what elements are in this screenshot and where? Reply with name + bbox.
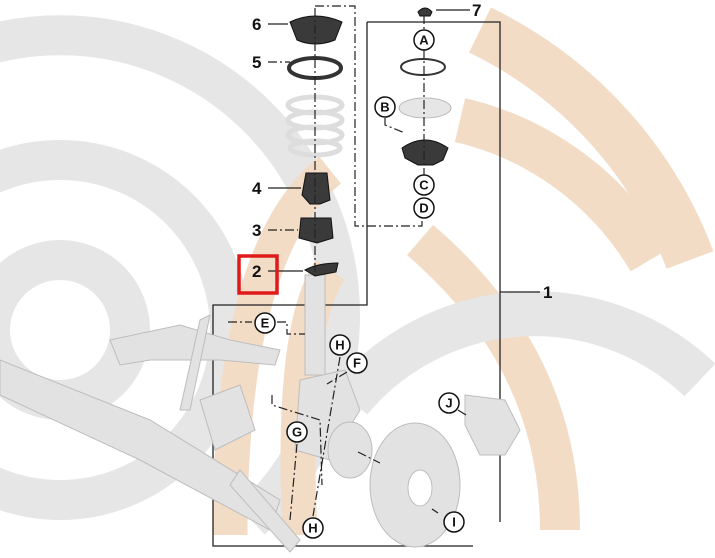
callout-c: C [413, 174, 435, 196]
part-3-protective-tube [298, 217, 334, 244]
part-number-6[interactable]: 6 [252, 15, 261, 34]
leader-lines [228, 5, 470, 521]
part-number-1[interactable]: 1 [543, 283, 552, 302]
thrust-bearing [398, 97, 452, 119]
svg-text:F: F [353, 356, 361, 371]
part-number-4[interactable]: 4 [252, 179, 262, 198]
callout-f: F [346, 352, 368, 374]
part-4-bump-stop [301, 172, 331, 205]
svg-text:E: E [261, 316, 270, 331]
strut [294, 274, 361, 461]
svg-text:G: G [292, 425, 302, 440]
part-number-3[interactable]: 3 [252, 221, 261, 240]
svg-text:B: B [380, 100, 389, 115]
svg-text:C: C [419, 178, 429, 193]
part-7-cap [417, 7, 433, 17]
wheel-hub [327, 421, 373, 479]
part-2-spring-seat [303, 262, 339, 277]
callout-h-upper: H [329, 334, 351, 356]
highlight-box [237, 254, 279, 295]
brake-disc [369, 422, 461, 548]
svg-text:J: J [445, 396, 452, 411]
svg-text:D: D [419, 201, 428, 216]
svg-text:A: A [419, 33, 429, 48]
callout-g: G [286, 421, 308, 443]
steering-rack [0, 314, 301, 553]
brake-caliper [464, 394, 521, 456]
callout-e: E [254, 312, 276, 334]
callout-a: A [413, 29, 435, 51]
callout-d: D [413, 197, 435, 219]
callout-b: B [374, 96, 396, 118]
top-mount [401, 139, 449, 166]
part-number-2[interactable]: 2 [252, 262, 261, 281]
callout-h-lower: H [302, 517, 324, 539]
circlip [400, 58, 446, 76]
svg-text:H: H [335, 338, 344, 353]
part-number-5[interactable]: 5 [252, 53, 261, 72]
callout-j: J [438, 392, 460, 414]
svg-text:H: H [308, 521, 317, 536]
part-number-7[interactable]: 7 [472, 1, 481, 20]
part-6-support-bearing [289, 15, 343, 45]
svg-text:I: I [452, 515, 456, 530]
assembly-frame [212, 21, 540, 547]
callout-i: I [443, 511, 465, 533]
